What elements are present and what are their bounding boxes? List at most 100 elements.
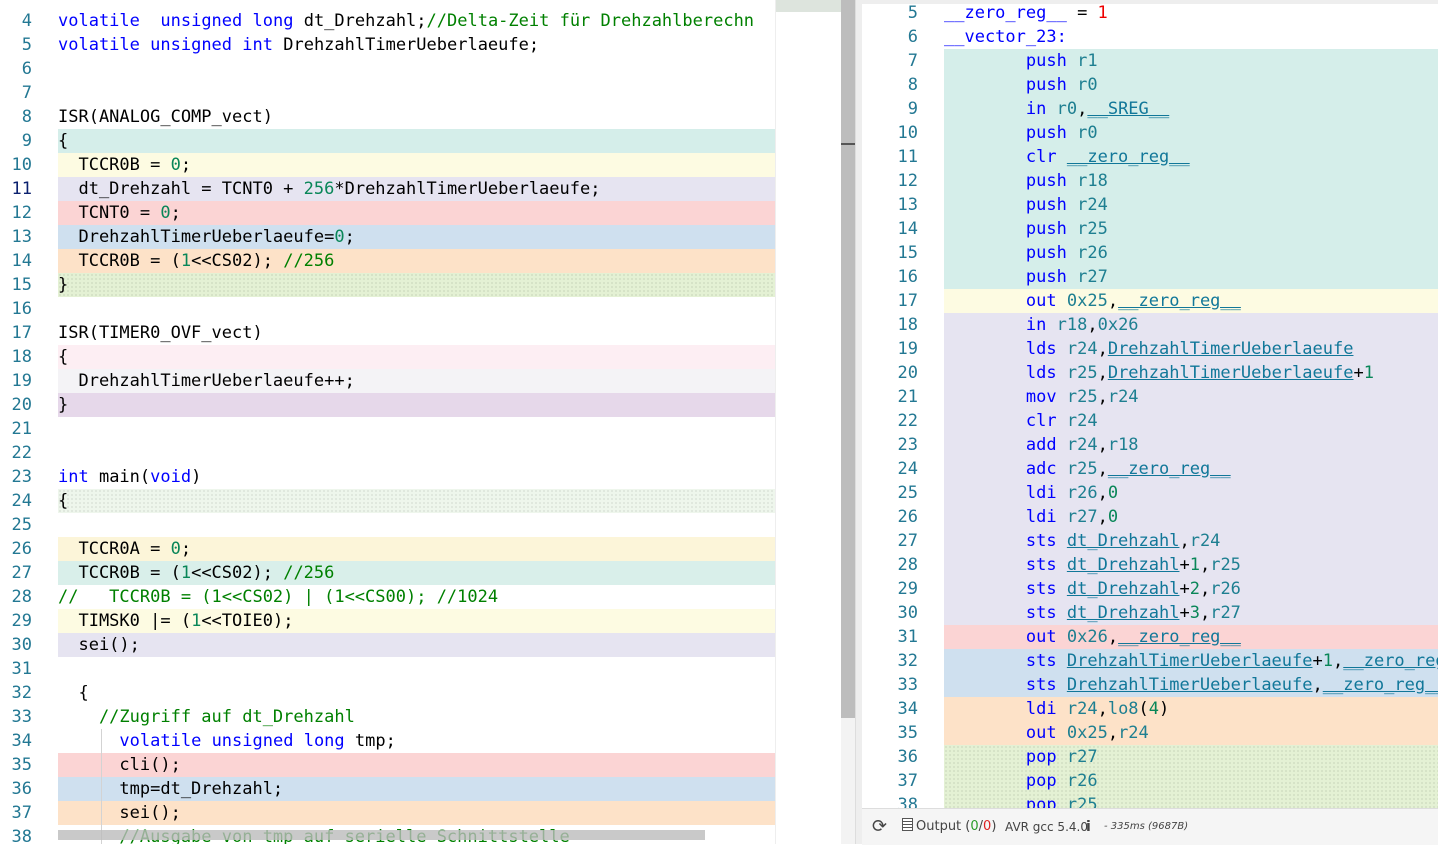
code-line[interactable]: 10 TCCR0B = 0; xyxy=(0,153,775,177)
code-line[interactable]: 16 xyxy=(0,297,775,321)
minimap[interactable] xyxy=(775,0,842,844)
code-token[interactable]: __zero_reg__ xyxy=(1066,147,1190,167)
code-token: + xyxy=(1179,555,1190,575)
code-line[interactable]: 20} xyxy=(0,393,775,417)
code-line[interactable]: 26 ldi r27,0 xyxy=(862,505,1438,529)
minimap-viewport[interactable] xyxy=(776,0,842,12)
code-line[interactable]: 30 sts dt_Drehzahl+3,r27 xyxy=(862,601,1438,625)
code-token[interactable]: __zero_reg__ xyxy=(1118,291,1241,311)
code-token[interactable]: dt_Drehzahl xyxy=(1066,531,1180,551)
code-line[interactable]: 19 lds r24,DrehzahlTimerUeberlaeufe xyxy=(862,337,1438,361)
code-line[interactable]: 12 TCNT0 = 0; xyxy=(0,201,775,225)
code-line[interactable]: 16 push r27 xyxy=(862,265,1438,289)
code-line[interactable]: 34 ldi r24,lo8(4) xyxy=(862,697,1438,721)
code-token[interactable]: dt_Drehzahl xyxy=(1066,603,1180,623)
code-line[interactable]: 25 xyxy=(0,513,775,537)
code-line[interactable]: 25 ldi r26,0 xyxy=(862,481,1438,505)
code-line[interactable]: 27 sts dt_Drehzahl,r24 xyxy=(862,529,1438,553)
code-line[interactable]: 32 { xyxy=(0,681,775,705)
source-vertical-scrollbar[interactable] xyxy=(841,0,855,844)
code-token[interactable]: dt_Drehzahl xyxy=(1066,579,1180,599)
code-token[interactable]: DrehzahlTimerUeberlaeufe xyxy=(1107,339,1354,359)
code-line[interactable]: 24{ xyxy=(0,489,775,513)
code-line[interactable]: 28// TCCR0B = (1<<CS02) | (1<<CS00); //1… xyxy=(0,585,775,609)
code-line[interactable]: 9 in r0,__SREG__ xyxy=(862,97,1438,121)
code-line[interactable]: 34 volatile unsigned long tmp; xyxy=(0,729,775,753)
code-line[interactable]: 11 clr __zero_reg__ xyxy=(862,145,1438,169)
code-line[interactable]: 31 out 0x26,__zero_reg__ xyxy=(862,625,1438,649)
code-line[interactable]: 15 push r26 xyxy=(862,241,1438,265)
line-number: 14 xyxy=(897,219,918,239)
source-horizontal-scrollbar[interactable] xyxy=(58,830,705,840)
code-token[interactable]: DrehzahlTimerUeberlaeufe xyxy=(1066,675,1313,695)
code-line[interactable]: 5__zero_reg__ = 1 xyxy=(862,1,1438,25)
code-line[interactable]: 30 sei(); xyxy=(0,633,775,657)
code-token[interactable]: __SREG__ xyxy=(1087,99,1170,119)
code-line[interactable]: 14 TCCR0B = (1<<CS02); //256 xyxy=(0,249,775,273)
code-line[interactable]: 7 push r1 xyxy=(862,49,1438,73)
code-line[interactable]: 12 push r18 xyxy=(862,169,1438,193)
code-line[interactable]: 13 push r24 xyxy=(862,193,1438,217)
code-line[interactable]: 33 //Zugriff auf dt_Drehzahl xyxy=(0,705,775,729)
info-icon[interactable]: i xyxy=(1086,819,1091,835)
code-line[interactable]: 32 sts DrehzahlTimerUeberlaeufe+1,__zero… xyxy=(862,649,1438,673)
compiler-name[interactable]: AVR gcc 5.4.0 xyxy=(1005,820,1088,834)
code-line[interactable]: 6 xyxy=(0,57,775,81)
code-token xyxy=(1057,747,1067,767)
code-line[interactable]: 6__vector_23: xyxy=(862,25,1438,49)
code-line[interactable]: 37 sei(); xyxy=(0,801,775,825)
code-line[interactable]: 38 pop r25 xyxy=(862,793,1438,808)
scrollbar-thumb[interactable] xyxy=(841,0,855,718)
code-line[interactable]: 35 cli(); xyxy=(0,753,775,777)
code-line[interactable]: 17 out 0x25,__zero_reg__ xyxy=(862,289,1438,313)
code-line[interactable]: 10 push r0 xyxy=(862,121,1438,145)
code-line[interactable]: 27 TCCR0B = (1<<CS02); //256 xyxy=(0,561,775,585)
code-line[interactable]: 22 xyxy=(0,441,775,465)
code-token[interactable]: __zero_reg__ xyxy=(1343,651,1438,671)
code-line[interactable]: 18{ xyxy=(0,345,775,369)
code-line[interactable]: 21 mov r25,r24 xyxy=(862,385,1438,409)
code-line[interactable]: 33 sts DrehzahlTimerUeberlaeufe,__zero_r… xyxy=(862,673,1438,697)
code-token[interactable]: __zero_reg__ xyxy=(1118,627,1241,647)
code-line[interactable]: 20 lds r25,DrehzahlTimerUeberlaeufe+1 xyxy=(862,361,1438,385)
code-line[interactable]: 13 DrehzahlTimerUeberlaeufe=0; xyxy=(0,225,775,249)
code-line[interactable]: 22 clr r24 xyxy=(862,409,1438,433)
code-line[interactable]: 29 TIMSK0 |= (1<<TOIE0); xyxy=(0,609,775,633)
code-token[interactable]: __zero_reg__ xyxy=(1107,459,1231,479)
code-line[interactable]: 28 sts dt_Drehzahl+1,r25 xyxy=(862,553,1438,577)
code-line[interactable]: 7 xyxy=(0,81,775,105)
pane-divider[interactable] xyxy=(855,0,863,844)
code-line[interactable]: 15} xyxy=(0,273,775,297)
code-line[interactable]: 8 push r0 xyxy=(862,73,1438,97)
code-line[interactable]: 37 pop r26 xyxy=(862,769,1438,793)
code-line[interactable]: 18 in r18,0x26 xyxy=(862,313,1438,337)
code-line[interactable]: 21 xyxy=(0,417,775,441)
code-line[interactable]: 14 push r25 xyxy=(862,217,1438,241)
code-line[interactable]: 29 sts dt_Drehzahl+2,r26 xyxy=(862,577,1438,601)
code-line[interactable]: 36 tmp=dt_Drehzahl; xyxy=(0,777,775,801)
refresh-icon[interactable]: ⟳ xyxy=(872,816,888,837)
code-line[interactable]: 35 out 0x25,r24 xyxy=(862,721,1438,745)
code-line[interactable]: 23 add r24,r18 xyxy=(862,433,1438,457)
code-line[interactable]: 26 TCCR0A = 0; xyxy=(0,537,775,561)
code-token[interactable]: __zero_reg__ xyxy=(1322,675,1438,695)
code-line[interactable]: 36 pop r27 xyxy=(862,745,1438,769)
code-line[interactable]: 11 dt_Drehzahl = TCNT0 + 256*DrehzahlTim… xyxy=(0,177,775,201)
code-line[interactable]: 19 DrehzahlTimerUeberlaeufe++; xyxy=(0,369,775,393)
code-token[interactable]: DrehzahlTimerUeberlaeufe xyxy=(1107,363,1354,383)
code-token[interactable]: dt_Drehzahl xyxy=(1066,555,1180,575)
code-line[interactable]: 31 xyxy=(0,657,775,681)
code-line[interactable]: 24 adc r25,__zero_reg__ xyxy=(862,457,1438,481)
code-line[interactable]: 9{ xyxy=(0,129,775,153)
code-token[interactable]: DrehzahlTimerUeberlaeufe xyxy=(1066,651,1313,671)
output-button[interactable]: Output (0/0) xyxy=(902,818,996,836)
